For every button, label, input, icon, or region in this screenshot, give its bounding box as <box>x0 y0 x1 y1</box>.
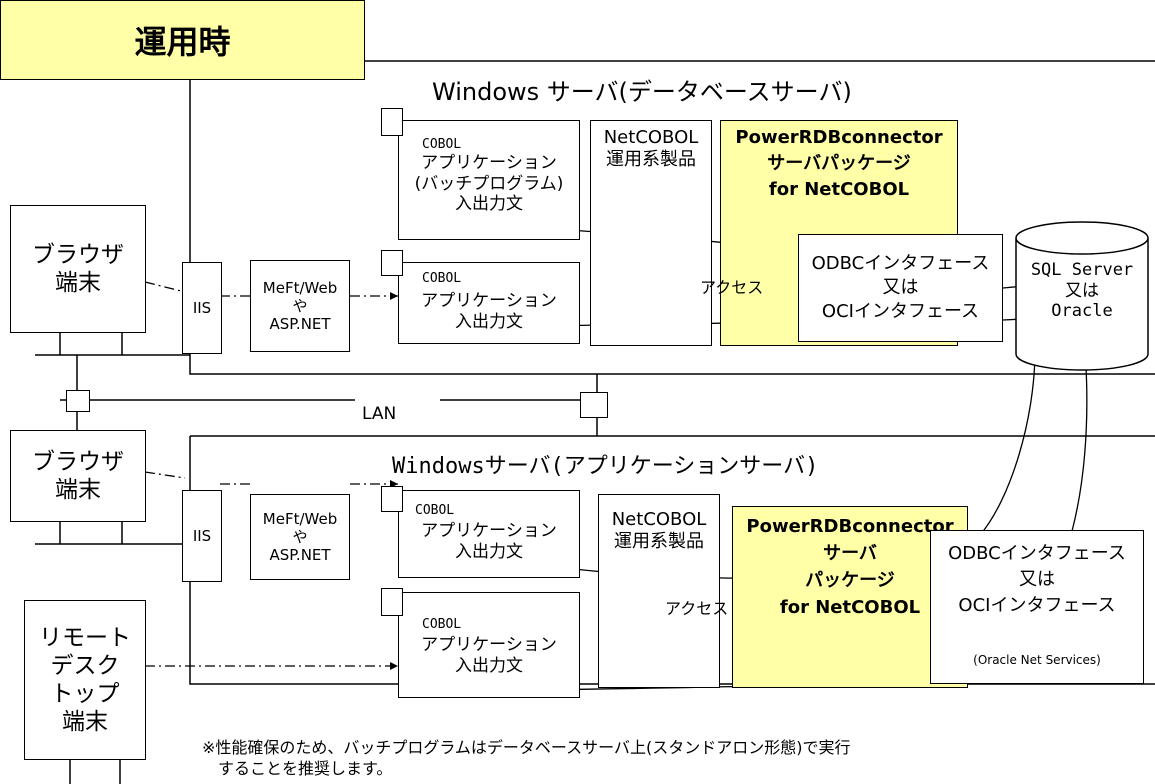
cobol-batch-app: COBOL アプリケーション (バッチプログラム) 入出力文 <box>398 120 580 240</box>
meft-text: MeFt/Web や ASP.NET <box>262 278 338 334</box>
powerrdb-text: PowerRDBconnector サーバ パッケージ for NetCOBOL <box>746 516 954 618</box>
database-cylinder: SQL Server 又は Oracle <box>1014 220 1150 372</box>
powerrdb-box-2: PowerRDBconnector サーバ パッケージ for NetCOBOL <box>732 506 968 688</box>
browser-text: ブラウザ 端末 <box>32 448 124 503</box>
app-interface-box: ODBCインタフェース 又は OCIインタフェース (Oracle Net Se… <box>930 530 1144 684</box>
iis-box: IIS <box>182 262 222 354</box>
meft-box: MeFt/Web や ASP.NET <box>250 260 350 352</box>
app-text: アプリケーション 入出力文 <box>421 521 557 562</box>
powerrdb-text: PowerRDBconnector サーバパッケージ for NetCOBOL <box>735 127 943 201</box>
lan-hub-left <box>66 390 90 412</box>
browser-terminal-1: ブラウザ 端末 <box>10 205 146 333</box>
app-text: アプリケーション 入出力文 <box>421 635 557 676</box>
cobol-app-1: COBOL アプリケーション 入出力文 <box>398 490 580 578</box>
remote-desktop-terminal: リモート デスク トップ 端末 <box>24 600 146 760</box>
cobol-tag: COBOL <box>422 617 462 632</box>
iis-label: IIS <box>192 527 212 545</box>
app-text: アプリケーション 入出力文 <box>421 291 557 332</box>
app-icon <box>381 108 403 136</box>
netcobol-text: NetCOBOL 運用系製品 <box>603 127 699 170</box>
app-icon <box>381 588 403 616</box>
cobol-tag: COBOL <box>415 503 455 518</box>
lan-hub-right <box>580 392 608 418</box>
netcobol-text: NetCOBOL 運用系製品 <box>611 509 707 552</box>
cobol-app-2: COBOL アプリケーション 入出力文 <box>398 592 580 698</box>
meft-box-2: MeFt/Web や ASP.NET <box>250 494 350 580</box>
iis-label: IIS <box>192 299 212 317</box>
cobol-tag: COBOL <box>422 137 462 152</box>
footnote: ※性能確保のため、バッチプログラムはデータベースサーバ上(スタンドアロン形態)で… <box>202 738 851 778</box>
cobol-online-app: COBOL アプリケーション 入出力文 <box>398 262 580 344</box>
db-interface-box: ODBCインタフェース 又は OCIインタフェース <box>798 234 1003 342</box>
meft-text: MeFt/Web や ASP.NET <box>262 509 338 565</box>
title: 運用時 <box>134 23 231 61</box>
app-icon <box>381 250 403 276</box>
browser-terminal-2: ブラウザ 端末 <box>10 430 146 522</box>
netcobol-box-2: NetCOBOL 運用系製品 <box>598 494 720 688</box>
browser-text: ブラウザ 端末 <box>32 241 124 296</box>
access-label-2: アクセス <box>665 599 729 618</box>
access-label: アクセス <box>700 278 764 297</box>
app-server-label: Windowsサーバ(アプリケーションサーバ) <box>392 454 819 479</box>
cobol-tag: COBOL <box>422 271 462 286</box>
app-text: アプリケーション (バッチプログラム) 入出力文 <box>414 153 564 215</box>
remote-text: リモート デスク トップ 端末 <box>39 624 131 736</box>
interface-text: ODBCインタフェース 又は OCIインタフェース <box>811 252 990 323</box>
db-server-label: Windows サーバ(データベースサーバ) <box>432 78 852 106</box>
app-icon <box>381 486 403 512</box>
netcobol-box: NetCOBOL 運用系製品 <box>590 120 712 346</box>
interface-note: (Oracle Net Services) <box>973 653 1101 667</box>
interface-text: ODBCインタフェース 又は OCIインタフェース <box>948 543 1126 617</box>
lan-label: LAN <box>362 404 397 424</box>
database-text: SQL Server 又は Oracle <box>1030 260 1134 322</box>
iis-box-2: IIS <box>182 490 222 582</box>
cylinder-shape <box>1015 221 1149 371</box>
title-box: 運用時 <box>0 0 365 80</box>
